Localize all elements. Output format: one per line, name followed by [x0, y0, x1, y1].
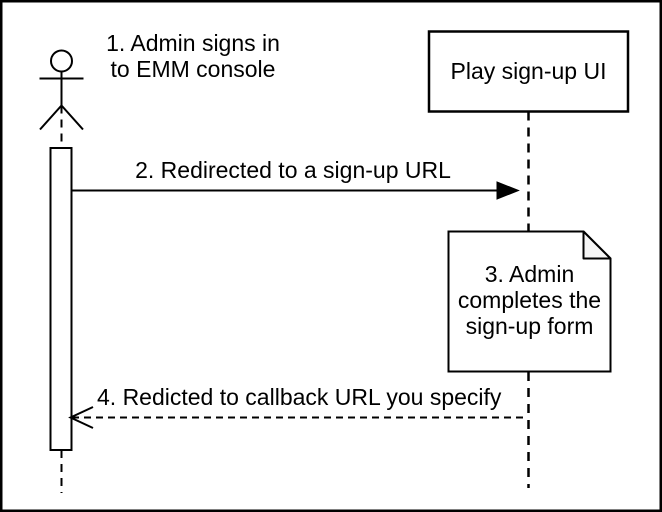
participant-label-text: Play sign-up UI	[450, 58, 607, 84]
note-shape	[447, 230, 612, 373]
note-fold-corner-icon	[582, 230, 612, 260]
actor-head	[50, 49, 73, 73]
actor-annotation-line1: 1. Admin signs in	[106, 30, 280, 56]
note-line3: sign-up form	[465, 313, 594, 339]
message-redirect-arrow	[71, 181, 520, 200]
message-redirect-text: 2. Redirected to a sign-up URL	[135, 157, 451, 183]
message-callback-text: 4. Redicted to callback URL you specify	[97, 384, 502, 410]
actor-annotation-line2: to EMM console	[110, 56, 276, 82]
participant-box	[427, 30, 630, 113]
note-label: 3. Admin completes the sign-up form	[448, 261, 611, 339]
note-body	[447, 230, 612, 373]
filled-arrowhead-icon	[496, 181, 520, 200]
message-callback-arrow	[68, 406, 528, 429]
note-line1: 3. Admin	[484, 261, 575, 287]
note-line2: completes the	[457, 287, 602, 313]
participant-label: Play sign-up UI	[429, 31, 628, 111]
open-arrowhead-icon	[68, 406, 94, 429]
message-redirect-label: 2. Redirected to a sign-up URL	[132, 157, 454, 183]
actor-annotation-label: 1. Admin signs in to EMM console	[83, 30, 303, 82]
actor-activation-bar	[49, 147, 73, 451]
message-callback-label: 4. Redicted to callback URL you specify	[97, 384, 502, 410]
